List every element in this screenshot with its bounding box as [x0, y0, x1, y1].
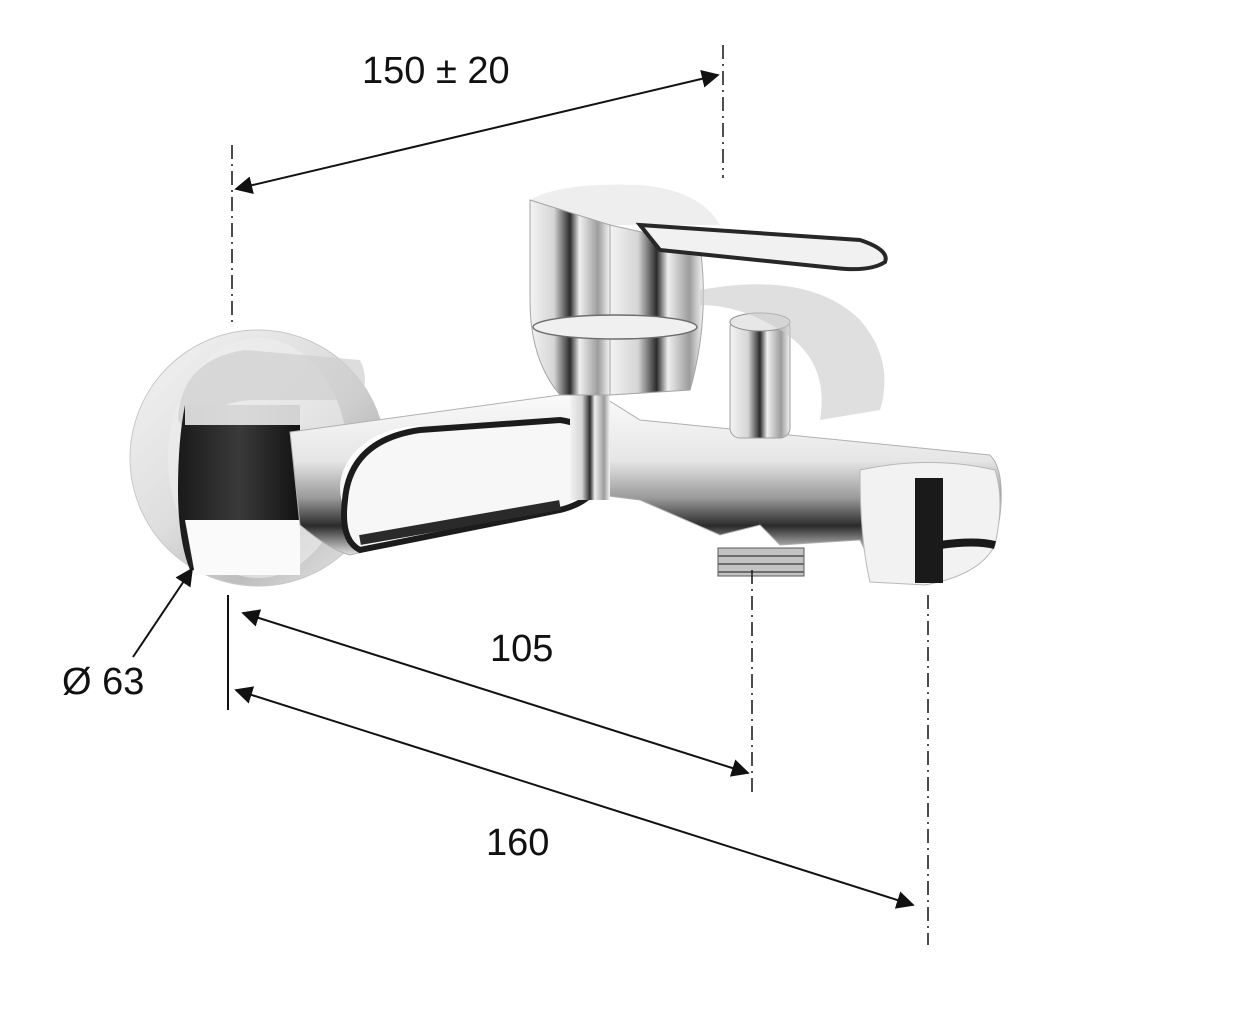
mixer-body [289, 394, 1002, 586]
lever-handle [529, 184, 888, 420]
label-to-outlet: 105 [490, 628, 553, 670]
bath-mixer-illustration [129, 184, 1002, 587]
dimension-line-wall-spacing [234, 69, 720, 195]
label-rosette-diameter: Ø 63 [62, 661, 144, 703]
dimension-line-to-spout [234, 686, 915, 909]
label-to-spout: 160 [486, 822, 549, 864]
hose-outlet-thread [717, 547, 805, 577]
dimension-annotations: 150 ± 20 105 160 Ø 63 [62, 45, 929, 945]
label-wall-spacing: 150 ± 20 [362, 50, 510, 92]
diverter-knob [729, 312, 791, 439]
leader-line-rosette-diameter [132, 567, 194, 658]
